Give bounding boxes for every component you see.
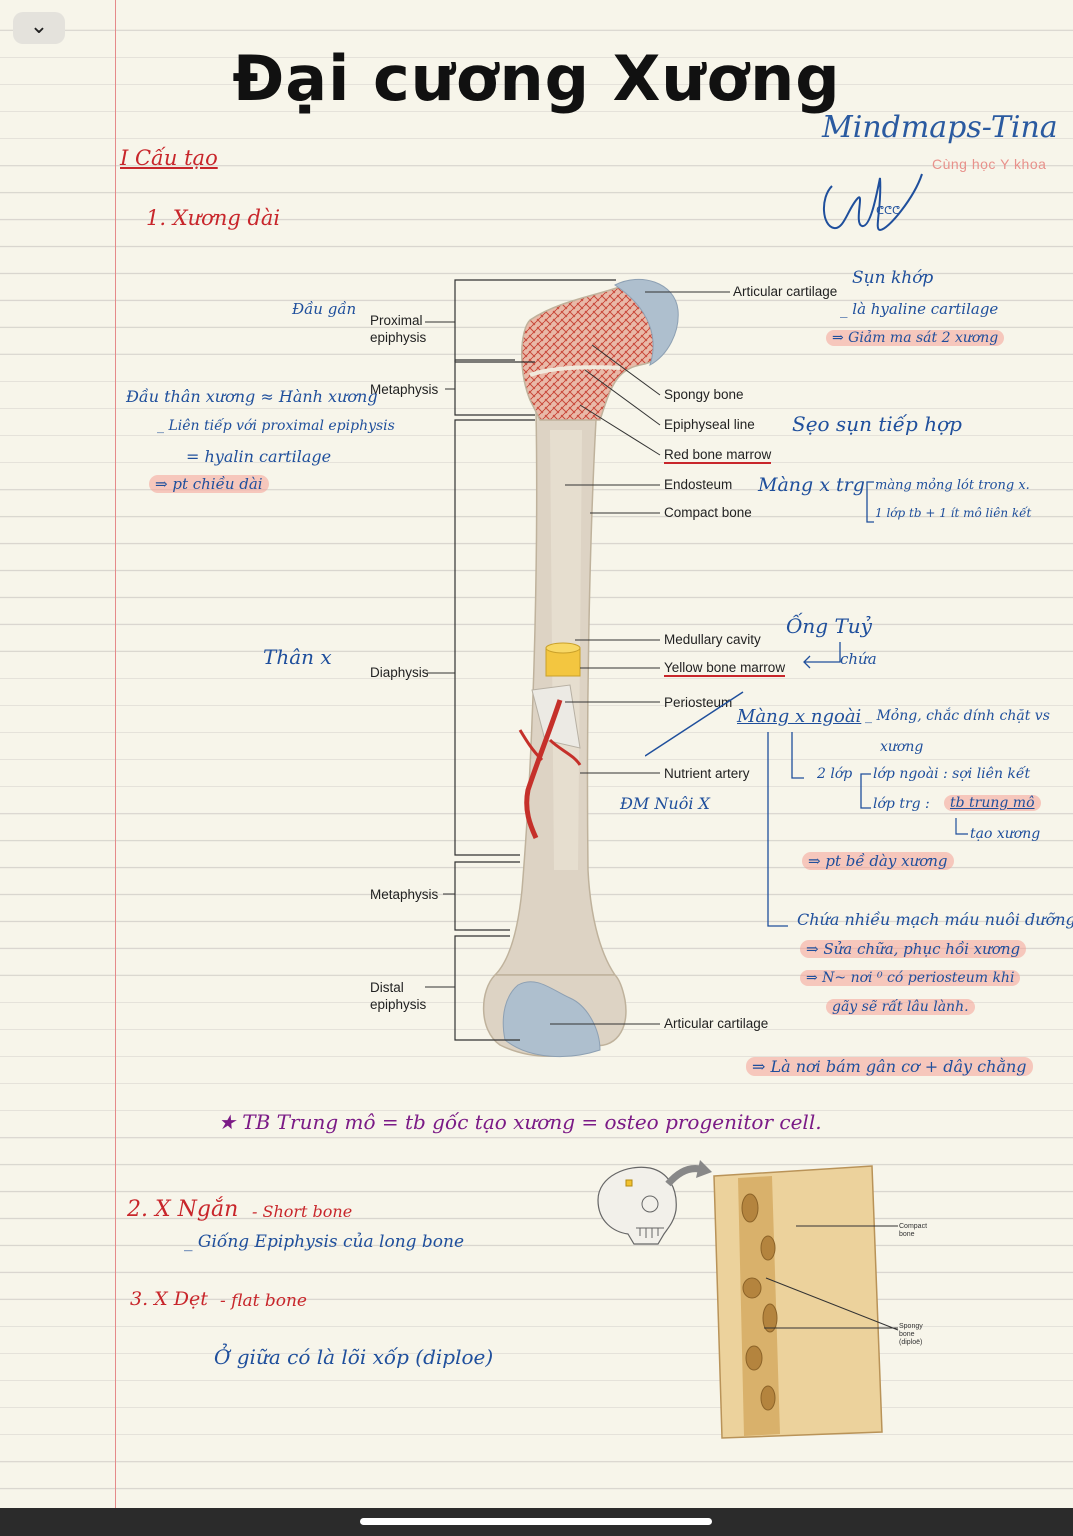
note-n-noi: ⇒ N~ nơi ⁰ có periosteum khi: [800, 970, 1021, 986]
note-hyaline: _ là hyaline cartilage: [840, 300, 999, 318]
long-bone-diagram: [454, 278, 730, 1057]
label-metaphysis-bottom: Metaphysis: [370, 887, 439, 902]
note-hyalin: = hyalin cartilage: [186, 447, 332, 466]
notebook-margin-line: [115, 0, 116, 1510]
section-1-subheading: 1. Xương dài: [146, 206, 281, 230]
arrow-chua: [803, 642, 841, 669]
signature-icon: ᕦᕦᕦ: [823, 173, 923, 232]
note-lop-ngoai: lớp ngoài : sợi liên kết: [873, 766, 1031, 782]
note-sua-chua: ⇒ Sửa chữa, phục hồi xương: [800, 940, 1027, 958]
tree-mang-x-ngoai: [767, 732, 804, 927]
note-tb-trung-mo-definition: ★ TB Trung mô = tb gốc tạo xương = osteo…: [218, 1110, 822, 1134]
label-periosteum: Periosteum: [664, 695, 733, 710]
arrow-tao-xuong: [955, 818, 968, 835]
label-red-bone-marrow: Red bone marrow: [664, 447, 772, 464]
label-medullary-cavity: Medullary cavity: [664, 632, 761, 647]
label-ticks: [425, 321, 455, 988]
note-la-noi-bam: ⇒ Là nơi bám gân cơ + dây chằng: [746, 1057, 1033, 1076]
note-tb-trung-mo: tb trung mô: [944, 795, 1041, 811]
label-flat-spongy-line2: bone: [899, 1331, 915, 1338]
label-flat-compact-line2: bone: [899, 1231, 915, 1238]
note-xuong: xương: [880, 739, 924, 755]
note-mong-chac: _ Mỏng, chắc dính chặt vs: [865, 708, 1050, 724]
label-epiphyseal-line: Epiphyseal line: [664, 417, 755, 432]
note-dau-gan: Đầu gần: [292, 300, 357, 318]
label-distal-epiphysis-line2: epiphysis: [370, 997, 427, 1012]
note-pt-be-day: ⇒ pt bề dày xương: [802, 852, 954, 870]
back-button[interactable]: ⌄: [13, 12, 65, 44]
note-metaphysis: Đầu thân xương ≈ Hành xương: [126, 387, 378, 406]
note-tao-xuong: tạo xương: [970, 826, 1041, 842]
epiphyseal-line-shape: [529, 365, 621, 377]
note-chua: chứa: [840, 650, 877, 668]
skull-icon: [597, 1166, 677, 1245]
page-title: Đại cương Xương: [232, 42, 841, 115]
label-articular-cartilage-top: Articular cartilage: [733, 284, 838, 299]
home-indicator[interactable]: [360, 1518, 712, 1525]
label-flat-spongy-line3: (diploë): [899, 1339, 923, 1346]
note-dm-nuoi: ĐM Nuôi X: [620, 794, 710, 813]
note-than-x: Thân x: [263, 645, 332, 669]
note-lien-tiep: _ Liên tiếp với proximal epiphysis: [157, 418, 395, 434]
section-2-heading: 2. X Ngắn: [127, 1197, 239, 1222]
label-compact-bone: Compact bone: [664, 505, 752, 520]
section-1-heading: I Cấu tạo: [120, 146, 218, 170]
label-flat-spongy-line1: Spongy: [899, 1323, 923, 1330]
note-giam-ma-sat: ⇒ Giảm ma sát 2 xương: [826, 330, 1005, 346]
pointer-line-periosteum: [645, 691, 744, 757]
label-flat-spongy-bone: Spongy bone (diploë): [899, 1323, 923, 1347]
note-ong-tuy: Ống Tuỷ: [786, 614, 872, 638]
section-3-english: - flat bone: [220, 1291, 307, 1311]
note-mang-x-ngoai: Màng x ngoài: [737, 706, 862, 727]
label-distal-epiphysis-line1: Distal: [370, 980, 404, 995]
section-2-detail: _ Giống Epiphysis của long bone: [184, 1232, 465, 1252]
label-flat-compact-bone: Compact bone: [899, 1223, 927, 1239]
note-seo-sun: Sẹo sụn tiếp hợp: [792, 412, 962, 436]
note-lop-tb: 1 lớp tb + 1 ít mô liên kết: [875, 506, 1032, 520]
svg-text:ᕦᕦᕦ: ᕦᕦᕦ: [876, 204, 900, 217]
chevron-down-icon: ⌄: [29, 13, 49, 38]
section-3-detail: Ở giữa có là lõi xốp (diploe): [214, 1345, 494, 1369]
section-2-english: - Short bone: [252, 1202, 353, 1221]
label-spongy-bone: Spongy bone: [664, 387, 744, 402]
flat-bone-illustration: [597, 1160, 899, 1439]
label-yellow-bone-marrow: Yellow bone marrow: [664, 660, 786, 677]
brand-name: Mindmaps-Tina: [822, 110, 1058, 145]
brace-mang-x-trg: [866, 481, 874, 523]
label-proximal-epiphysis-line2: epiphysis: [370, 330, 427, 345]
note-gay-se: gãy sẽ rất lâu lành.: [826, 999, 975, 1015]
brace-hai-lop: [860, 773, 871, 809]
note-chua-nhieu: Chứa nhiều mạch máu nuôi dưỡng: [797, 910, 1073, 929]
label-flat-compact-line1: Compact: [899, 1223, 928, 1230]
label-nutrient-artery: Nutrient artery: [664, 766, 750, 781]
label-proximal-epiphysis-line1: Proximal: [370, 313, 423, 328]
brand-tagline: Cùng học Y khoa: [932, 156, 1047, 172]
note-mang-x-trg: Màng x trg: [758, 474, 865, 496]
label-diaphysis: Diaphysis: [370, 665, 429, 680]
label-endosteum: Endosteum: [664, 477, 733, 492]
label-articular-cartilage-bottom: Articular cartilage: [664, 1016, 769, 1031]
section-3-heading: 3. X Dẹt: [130, 1288, 208, 1310]
note-sun-khop: Sụn khớp: [852, 268, 934, 288]
note-pt-chieu-dai: ⇒ pt chiều dài: [149, 475, 269, 493]
note-mang-mong: màng mỏng lót trong x.: [875, 478, 1030, 493]
note-hai-lop: 2 lớp: [817, 766, 853, 782]
note-lop-trg: lớp trg :: [873, 796, 930, 812]
label-metaphysis-top: Metaphysis: [370, 382, 439, 397]
